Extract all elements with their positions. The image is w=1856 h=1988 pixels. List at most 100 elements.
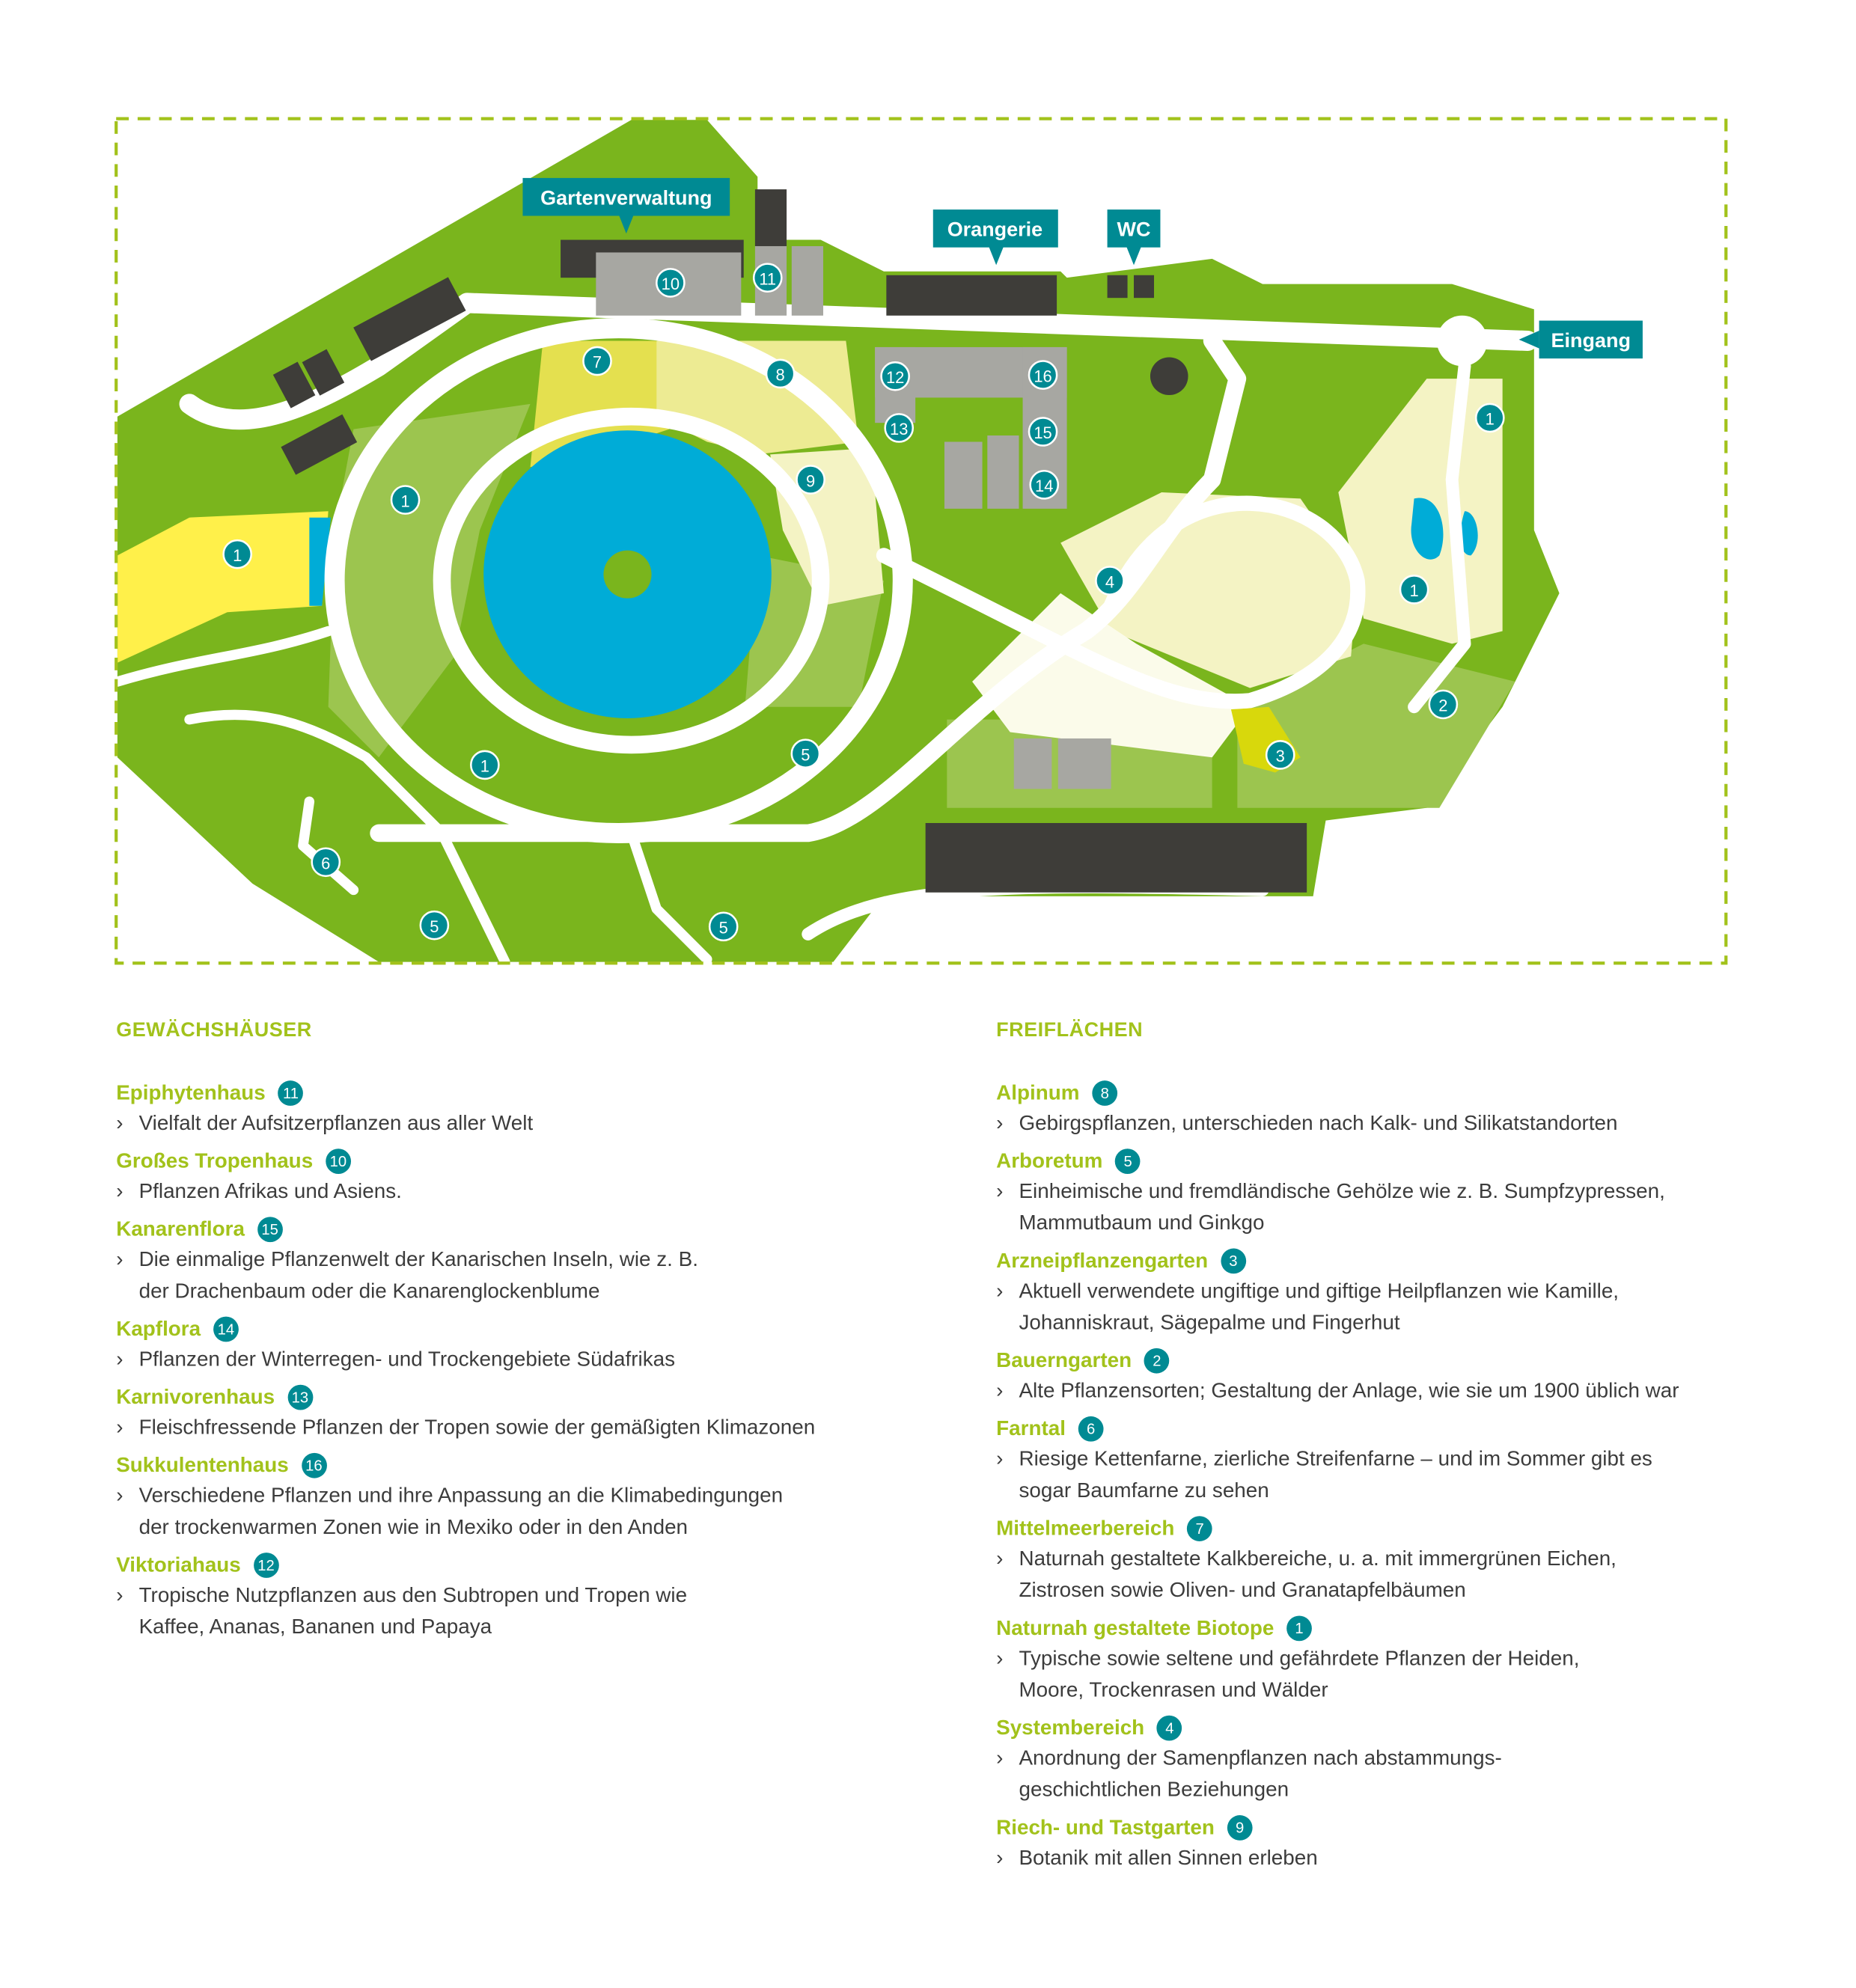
chevron-right-icon: › [996,1380,1004,1403]
light-green-area [1237,643,1515,808]
marker-circle [884,413,915,443]
marker-circle [470,750,500,780]
lake-island [603,550,652,599]
map-marker[interactable]: 9 [796,465,825,495]
marker-circle [1028,417,1058,447]
chevron-right-icon: › [116,1484,123,1508]
map-marker[interactable]: 4 [1095,566,1125,596]
marker-circle [656,268,686,298]
number-badge: 5 [1115,1149,1141,1175]
marker-number: 1 [1409,581,1418,600]
map-marker[interactable]: 5 [708,911,739,942]
description-line: sogar Baumfarne zu sehen [1019,1479,1269,1502]
marker-number: 8 [776,366,785,385]
marker-circle [390,485,421,515]
entry-description: ›Alte Pflanzensorten; Gestaltung der Anl… [996,1376,1804,1407]
chevron-right-icon: › [116,1248,123,1271]
number-badge: 7 [1187,1516,1212,1541]
yellow-area [117,511,329,663]
label-eingang: Eingang [1518,320,1643,359]
map-marker[interactable]: 12 [880,361,910,391]
marker-number: 3 [1276,747,1285,765]
marker-circle [1265,740,1295,770]
description-line: Johanniskraut, Sägepalme und Fingerhut [1019,1311,1400,1335]
number-badge: 1 [1286,1615,1312,1642]
chevron-right-icon: › [996,1180,1004,1203]
map-marker[interactable]: 11 [752,263,783,293]
label-wc: WC [1107,209,1161,266]
entry-description: ›Anordnung der Samenpflanzen nach abstam… [996,1743,1804,1806]
marker-number: 5 [430,917,439,936]
description-line: Kaffee, Ananas, Bananen und Papaya [138,1615,492,1639]
map-marker[interactable]: 16 [1028,360,1058,390]
number-badge: 16 [301,1452,327,1478]
entry-name: Riech- und Tastgarten [996,1815,1215,1839]
chevron-right-icon: › [116,1348,123,1371]
map-marker[interactable]: 3 [1265,740,1295,770]
entry-name: Alpinum [996,1081,1080,1104]
marker-circle [222,539,252,569]
map-marker[interactable]: 13 [884,413,915,443]
map-marker[interactable]: 5 [790,738,821,769]
label-orangerie: Orangerie [932,209,1058,266]
entry-description: ›Botanik mit allen Sinnen erleben [996,1843,1804,1874]
marker-number: 7 [593,353,602,372]
map-marker[interactable]: 1 [1474,403,1505,433]
number-badge: 4 [1157,1715,1182,1741]
map-marker[interactable]: 1 [470,750,500,780]
entry-description: ›Pflanzen der Winterregen- und Trockenge… [116,1345,924,1376]
entry-description: ›Einheimische und fremdländische Gehölze… [996,1176,1804,1239]
number-badge: 6 [1078,1416,1104,1442]
map-marker[interactable]: 14 [1029,470,1060,500]
map-marker[interactable]: 5 [419,910,450,941]
entry-name: Farntal [996,1416,1066,1440]
map-marker[interactable]: 1 [390,485,421,515]
number-badge: 11 [278,1080,304,1106]
description-line: der Drachenbaum oder die Kanarenglockenb… [138,1279,600,1303]
map-marker[interactable]: 2 [1428,689,1459,720]
entry-description: ›Naturnah gestaltete Kalkbereiche, u. a.… [996,1544,1804,1606]
entry-description: ›Die einmalige Pflanzenwelt der Kanarisc… [116,1244,924,1307]
number-badge: 8 [1092,1080,1118,1106]
map-marker[interactable]: 15 [1028,417,1058,447]
garden-map: Gartenverwaltung Orangerie WC Eingang 78… [115,117,1728,965]
section-title: GEWÄCHSHÄUSER [116,1020,312,1042]
map-marker[interactable]: 1 [1399,575,1429,605]
map-marker[interactable]: 1 [222,539,252,569]
map-marker[interactable]: 7 [582,346,612,376]
description-line: Moore, Trockenrasen und Wälder [1019,1678,1328,1702]
map-marker[interactable]: 8 [765,358,796,389]
round-plaza [1436,315,1488,367]
marker-circle [796,465,825,495]
description-line: Botanik mit allen Sinnen erleben [1019,1847,1318,1870]
map-marker[interactable]: 10 [656,268,686,298]
entry-description: ›Vielfalt der Aufsitzerpflanzen aus alle… [116,1108,924,1140]
marker-number: 6 [321,854,330,872]
entry-description: ›Fleischfressende Pflanzen der Tropen so… [116,1413,924,1444]
description-line: geschichtlichen Beziehungen [1019,1779,1289,1802]
marker-number: 1 [1486,410,1495,429]
dark-circle [1150,357,1188,396]
number-badge: 12 [253,1553,279,1578]
marker-circle [790,738,821,769]
marker-circle [1029,470,1060,500]
description-line: der trockenwarmen Zonen wie in Mexiko od… [138,1516,689,1539]
marker-circle [1399,575,1429,605]
map-marker[interactable]: 6 [311,847,341,878]
